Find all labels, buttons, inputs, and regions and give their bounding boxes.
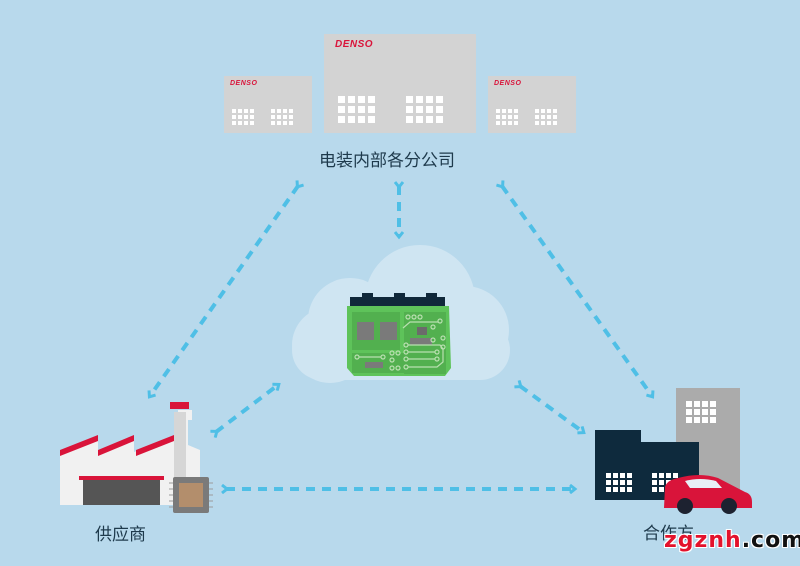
windows [406, 96, 443, 123]
watermark-part1: zgznh [664, 528, 742, 553]
arrow-top-right [502, 186, 652, 396]
car-icon [664, 475, 752, 514]
microchip-icon [169, 477, 213, 513]
factory-icon [60, 402, 200, 505]
main-office-building: DENSO [324, 34, 476, 133]
windows [535, 109, 557, 125]
denso-logo: DENSO [335, 39, 374, 50]
node-label-denso-branches: 电装内部各分公司 [319, 151, 455, 171]
windows [338, 96, 375, 123]
small-office-building-right: DENSO [488, 76, 576, 133]
watermark: zgznh.com [664, 528, 800, 553]
small-office-building-left: DENSO [224, 76, 312, 133]
denso-logo: DENSO [230, 80, 258, 87]
windows [271, 109, 293, 125]
watermark-part2: .com [741, 528, 800, 553]
node-label-partner: 合作方 [643, 524, 694, 544]
windows [496, 109, 518, 125]
node-label-supplier: 供应商 [95, 525, 146, 545]
windows [232, 109, 254, 125]
arrow-left-center [216, 385, 278, 432]
denso-logo: DENSO [494, 80, 522, 87]
arrow-right-center [520, 386, 583, 432]
arrow-top-left [150, 186, 298, 396]
circuit-board-icon [347, 293, 451, 376]
